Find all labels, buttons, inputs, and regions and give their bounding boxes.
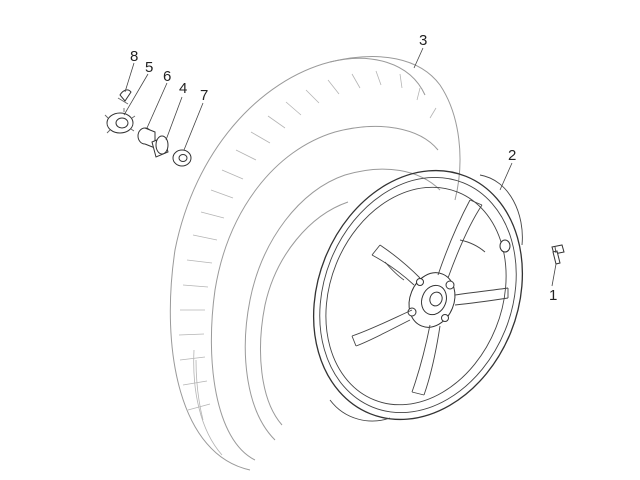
callout-6: 6 [163,68,171,85]
spacer [151,135,169,158]
callout-1: 1 [549,287,557,304]
callout-5: 5 [145,59,153,76]
leader-lines [123,47,557,287]
callout-7: 7 [200,87,208,104]
drive-ring [104,108,136,134]
clip [117,89,132,105]
valve-hole [499,239,511,253]
callout-2: 2 [508,147,516,164]
wheel-hub [407,272,456,328]
tire-valve [551,244,565,265]
callout-8: 8 [130,48,138,65]
tire [169,56,461,471]
washer [172,149,192,167]
callout-4: 4 [179,80,187,97]
rim [312,169,524,422]
callout-numbers: 1 2 3 4 5 6 7 8 [130,32,557,304]
rim-spokes [351,199,509,396]
callout-3: 3 [419,32,427,49]
